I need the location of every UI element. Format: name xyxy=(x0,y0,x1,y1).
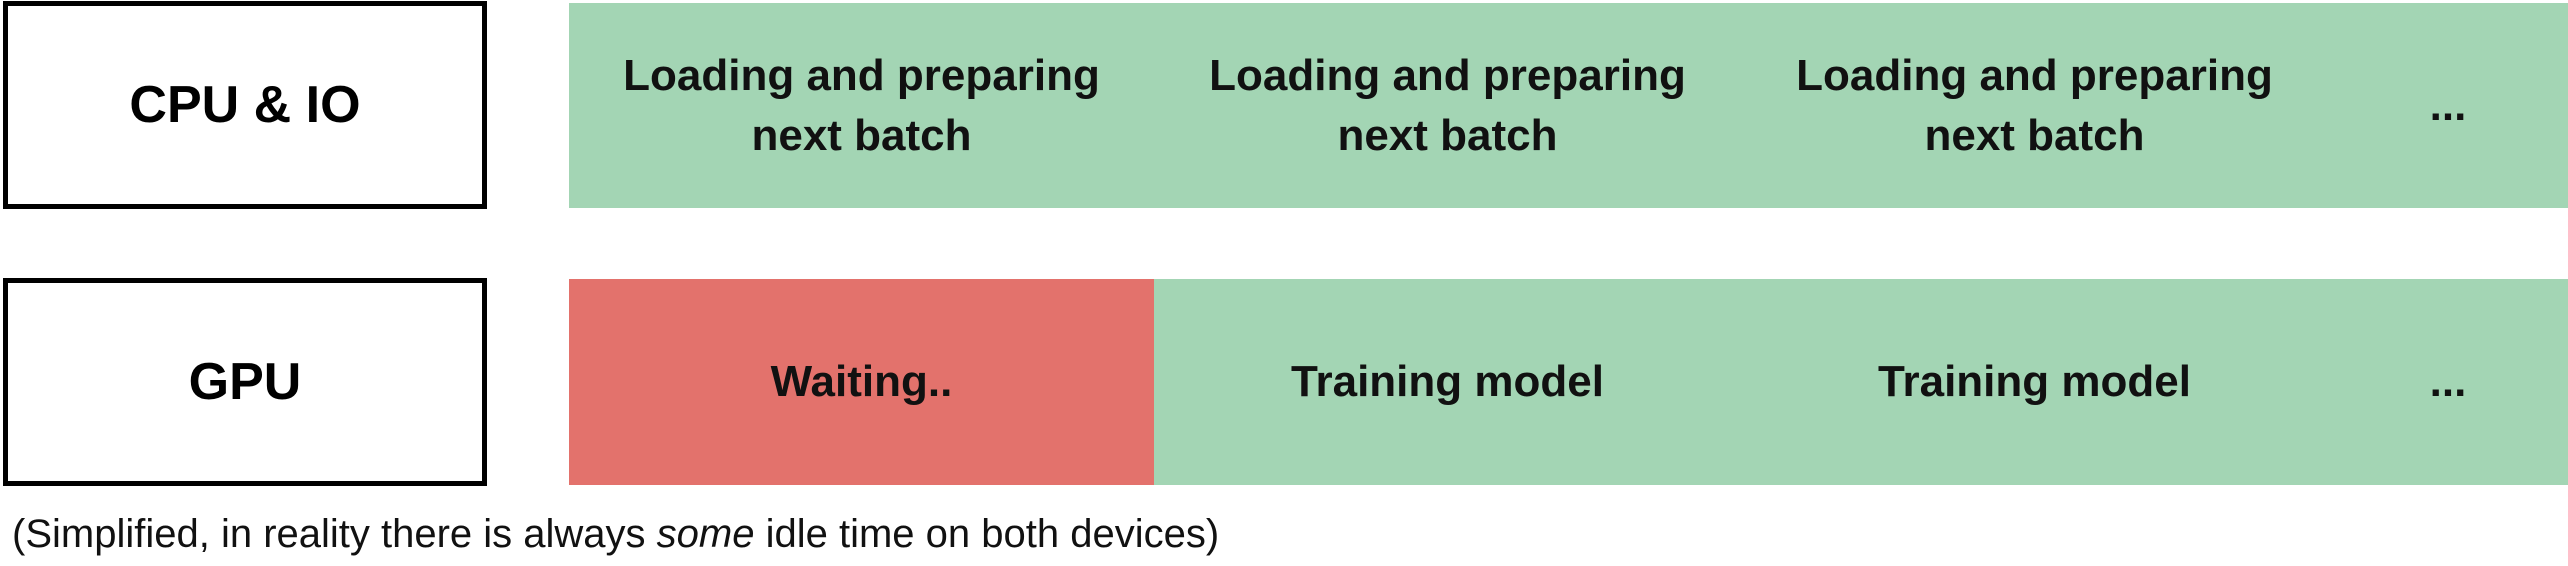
footnote-caption: (Simplified, in reality there is always … xyxy=(12,512,1219,557)
gpu-label: GPU xyxy=(188,353,302,411)
gpu-segment-waiting: Waiting.. xyxy=(569,279,1154,485)
cpu-segment-ellipsis: ... xyxy=(2328,3,2568,208)
gpu-segment-ellipsis: ... xyxy=(2328,279,2568,485)
gpu-segment-waiting-text: Waiting.. xyxy=(770,357,953,406)
gpu-segment-training-1: Training model xyxy=(1154,279,1741,485)
gpu-segment-training-2-text: Training model xyxy=(1878,357,2191,406)
cpu-segment-ellipsis-text: ... xyxy=(2429,80,2467,130)
gpu-segment-training-1-text: Training model xyxy=(1291,357,1604,406)
cpu-segment-3: Loading and preparing next batch xyxy=(1741,3,2328,208)
caption-before: (Simplified, in reality there is always xyxy=(12,512,657,556)
cpu-io-label: CPU & IO xyxy=(129,76,361,134)
gpu-timeline: Waiting.. Training model Training model … xyxy=(569,279,2568,485)
cpu-segment-2-text: Loading and preparing next batch xyxy=(1209,50,1686,160)
cpu-segment-3-text: Loading and preparing next batch xyxy=(1796,50,2273,160)
caption-emphasis: some xyxy=(656,512,755,556)
cpu-io-timeline: Loading and preparing next batch Loading… xyxy=(569,3,2568,208)
cpu-io-label-box: CPU & IO xyxy=(3,1,487,209)
gpu-segment-ellipsis-text: ... xyxy=(2429,357,2467,406)
gpu-segment-training-2: Training model xyxy=(1741,279,2328,485)
cpu-segment-2: Loading and preparing next batch xyxy=(1154,3,1741,208)
cpu-segment-1-text: Loading and preparing next batch xyxy=(623,50,1100,160)
gpu-label-box: GPU xyxy=(3,278,487,486)
caption-after: idle time on both devices) xyxy=(754,512,1220,556)
cpu-segment-1: Loading and preparing next batch xyxy=(569,3,1154,208)
